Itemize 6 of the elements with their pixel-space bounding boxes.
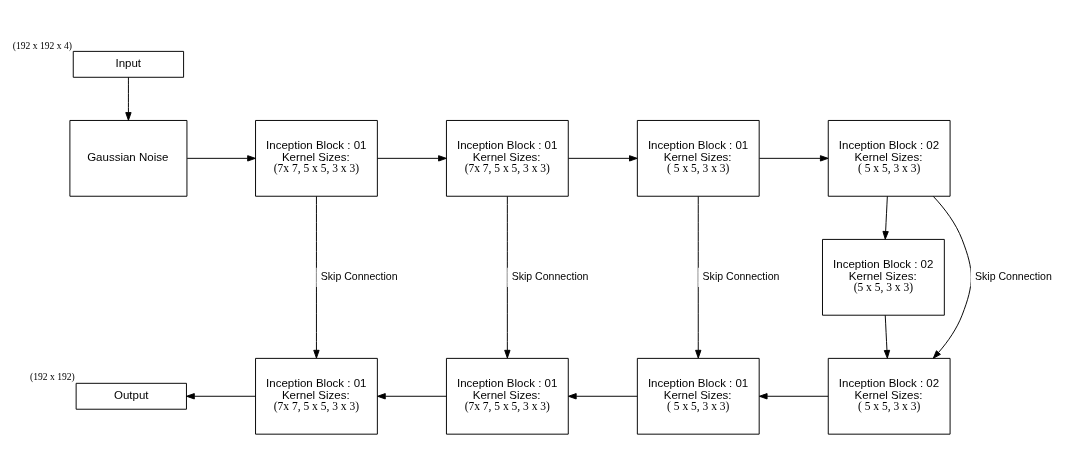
node-label: (192 x 192 x 4) — [12, 39, 72, 51]
edge-label: Skip Connection — [702, 270, 780, 282]
node-label: (192 x 192) — [30, 371, 75, 383]
edge-label: Skip Connection — [320, 270, 398, 282]
edge-label: Skip Connection — [975, 270, 1052, 282]
edge-label: Skip Connection — [511, 270, 589, 282]
